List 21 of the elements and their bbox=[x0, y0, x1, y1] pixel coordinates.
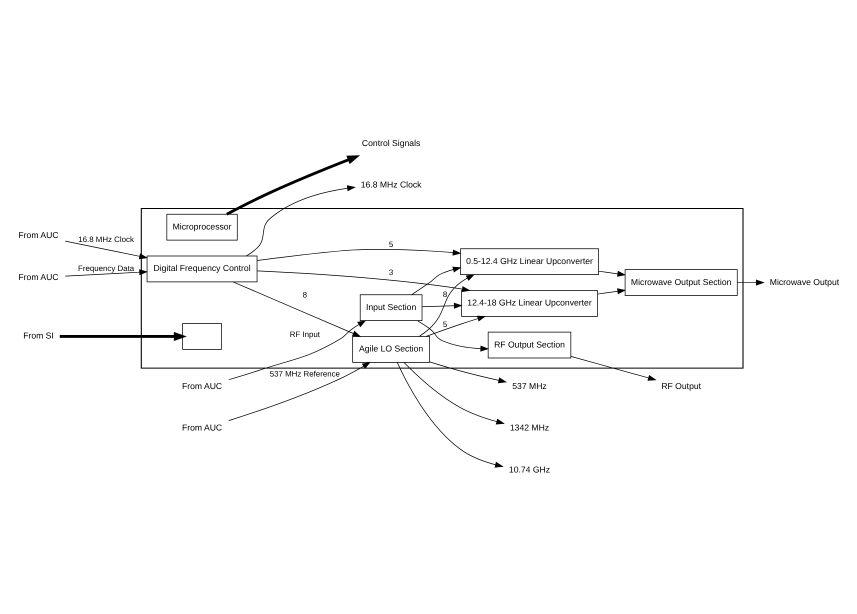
edge-label: 16.8 MHz Clock bbox=[78, 235, 134, 244]
edge-label: 537 MHz Reference bbox=[270, 370, 340, 379]
node-text: Microwave Output bbox=[770, 276, 840, 287]
node-text: From AUC bbox=[182, 381, 222, 392]
node-text: From SI bbox=[23, 330, 54, 341]
edge-label: Frequency Data bbox=[78, 264, 134, 273]
node-text: Control Signals bbox=[362, 138, 420, 148]
edge-label: 5 bbox=[442, 320, 448, 329]
node-text: 537 MHz bbox=[512, 381, 547, 392]
node-text: From AUC bbox=[18, 272, 59, 282]
node-text: From AUC bbox=[182, 422, 222, 433]
node-text: 10.74 GHz bbox=[508, 464, 550, 474]
edge-label: 5 bbox=[388, 240, 394, 250]
node-text: From AUC bbox=[18, 230, 59, 240]
edge-label: 3 bbox=[388, 268, 394, 278]
edge-label: RF Input bbox=[290, 330, 320, 340]
node-text: 1342 MHz bbox=[510, 422, 550, 433]
edge-label: 8 bbox=[442, 290, 448, 299]
node-text: RF Output bbox=[661, 381, 702, 392]
edge-label: 8 bbox=[302, 290, 308, 300]
node-text: 16.8 MHz Clock bbox=[360, 180, 422, 190]
